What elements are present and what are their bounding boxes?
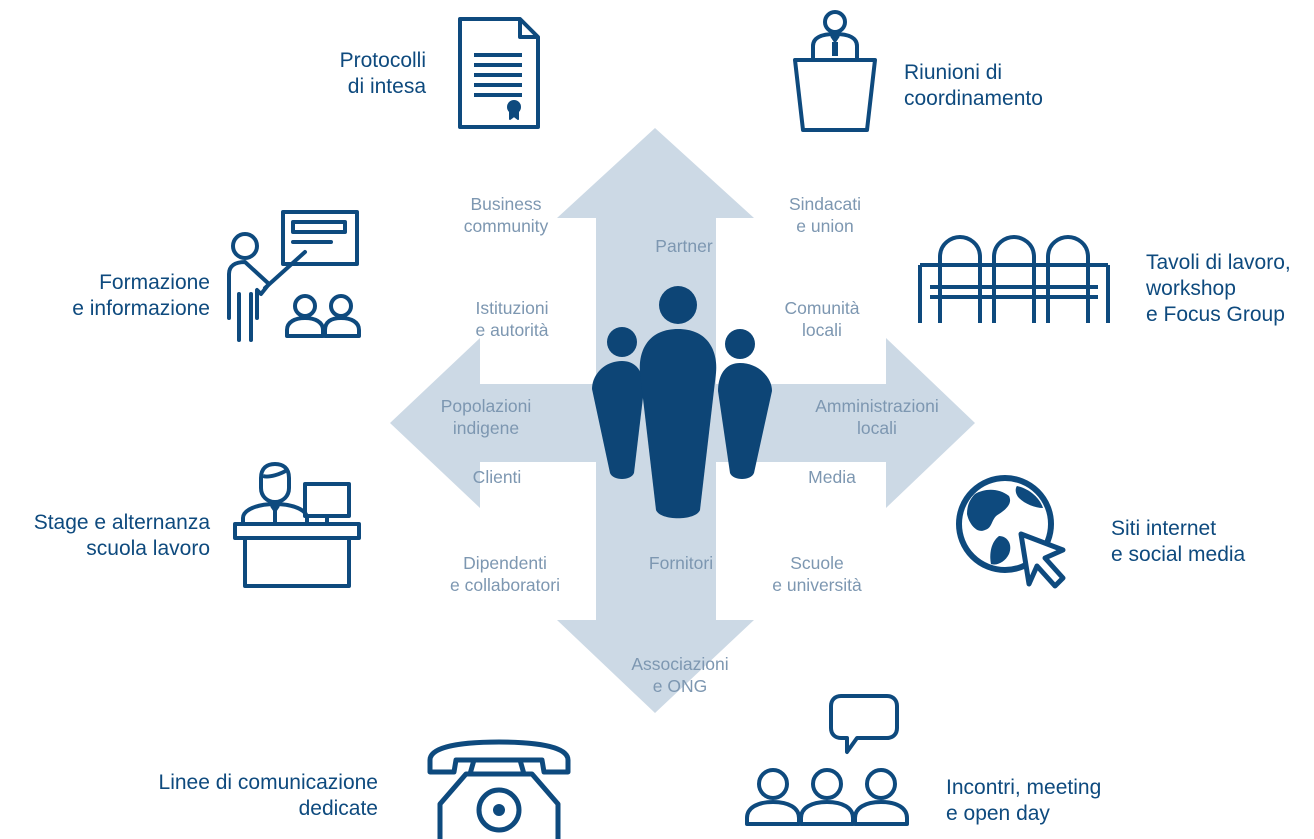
stakeholders-group-icon: [592, 286, 772, 519]
stakeholder-scuole: Scuole e università: [772, 553, 862, 595]
rotary-telephone-icon: [427, 739, 571, 839]
meeting-chairs-icon: [918, 235, 1110, 323]
stakeholder-popolazioni-indigene: Popolazioni indigene: [440, 396, 532, 438]
lectern-speaker-icon: [793, 10, 877, 132]
label-linee: Linee di comunicazione dedicate: [158, 771, 378, 820]
arrow-up: [557, 128, 754, 390]
stakeholder-media: Media: [808, 467, 856, 487]
stakeholder-business-community: Business community: [463, 194, 549, 236]
stakeholder-clienti: Clienti: [472, 467, 522, 487]
stakeholder-amministrazioni-locali: Amministrazioni locali: [815, 396, 939, 438]
desk-worker-icon: [233, 462, 361, 588]
stakeholder-fornitori: Fornitori: [648, 553, 714, 573]
presentation-board-icon: [227, 210, 361, 342]
label-riunioni: Riunioni di coordinamento: [904, 61, 1043, 110]
stakeholder-associazioni: Associazioni e ONG: [631, 654, 729, 696]
document-certificate-icon: [458, 17, 540, 129]
stakeholder-comunita-locali: Comunità locali: [784, 298, 860, 340]
stakeholder-partner: Partner: [655, 236, 713, 256]
label-siti: Siti internet e social media: [1111, 517, 1246, 566]
arrow-right: [700, 338, 975, 508]
stakeholder-istituzioni: Istituzioni e autorità: [475, 298, 549, 340]
stakeholder-dipendenti: Dipendenti e collaboratori: [450, 553, 560, 595]
label-incontri: Incontri, meeting e open day: [946, 776, 1102, 825]
label-formazione: Formazione e informazione: [72, 271, 210, 320]
label-stage: Stage e alternanza scuola lavoro: [33, 511, 210, 560]
label-protocolli: Protocolli di intesa: [339, 49, 426, 98]
people-speech-bubble-icon: [745, 694, 909, 826]
label-tavoli: Tavoli di lavoro, workshop e Focus Group: [1146, 251, 1291, 326]
arrow-down: [557, 440, 754, 713]
arrow-left: [390, 338, 620, 508]
globe-cursor-icon: [956, 475, 1066, 589]
stakeholder-sindacati: Sindacati e union: [789, 194, 861, 236]
